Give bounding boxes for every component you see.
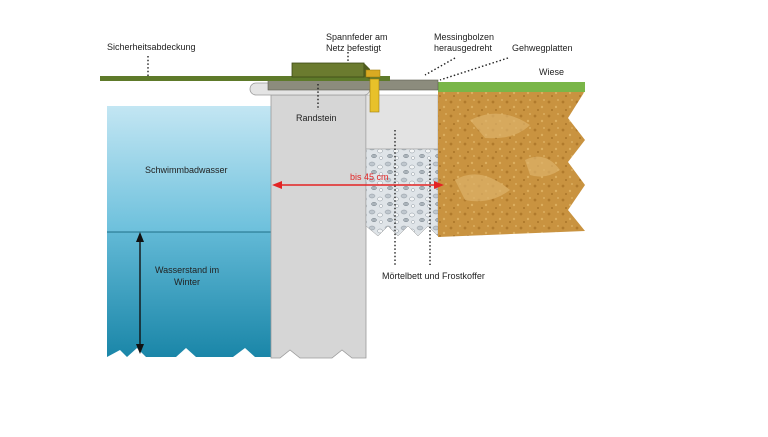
pool-water-lower xyxy=(107,232,271,357)
frost-gravel xyxy=(365,148,439,237)
curb-stone xyxy=(270,94,367,359)
label-bolt-2: herausgedreht xyxy=(434,43,493,53)
winter-level-arrow xyxy=(136,232,144,354)
label-mortar: Mörtelbett und Frostkoffer xyxy=(382,271,485,281)
meadow xyxy=(438,82,585,92)
leader-paving xyxy=(439,57,509,81)
brass-bolt-head xyxy=(365,69,381,78)
label-bolt-1: Messingbolzen xyxy=(434,32,494,42)
label-spring-2: Netz befestigt xyxy=(326,43,382,53)
spring-box xyxy=(291,62,365,78)
label-winter-2: Winter xyxy=(174,277,200,287)
label-cover: Sicherheitsabdeckung xyxy=(107,42,196,52)
label-winter-1: Wasserstand im xyxy=(155,265,219,275)
soil xyxy=(438,91,585,237)
label-distance: bis 45 cm xyxy=(350,172,389,182)
label-spring-1: Spannfeder am xyxy=(326,32,388,42)
safety-cover xyxy=(100,76,390,81)
brass-bolt xyxy=(369,78,380,113)
leader-bolt xyxy=(424,57,456,76)
paving-slab xyxy=(267,79,439,91)
soil-highlights xyxy=(455,113,560,202)
distance-arrow xyxy=(272,181,444,189)
label-paving: Gehwegplatten xyxy=(512,43,573,53)
pool-water-upper xyxy=(107,106,271,232)
label-curb: Randstein xyxy=(296,113,337,123)
label-pool-water: Schwimmbadwasser xyxy=(145,165,228,175)
label-meadow: Wiese xyxy=(539,67,564,77)
